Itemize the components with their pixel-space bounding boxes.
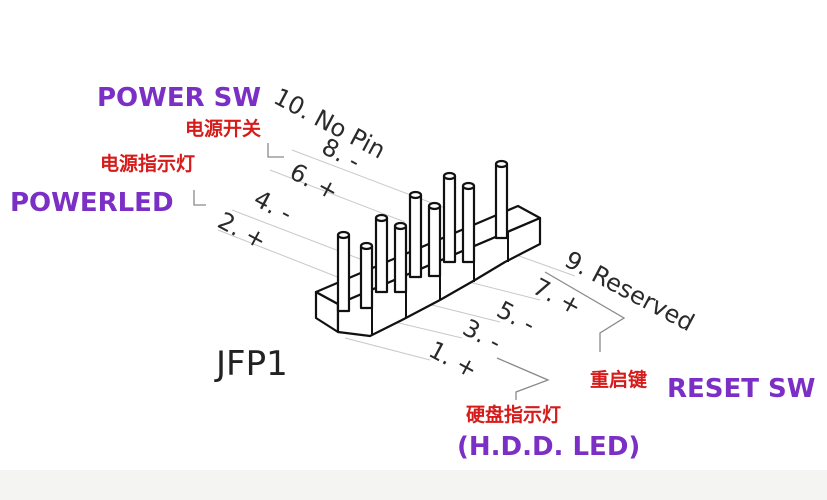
hdd-led-cn-label: 硬盘指示灯 (466, 403, 561, 426)
pin-label-9: 9. Reserved (560, 246, 699, 337)
pin-2 (494, 159, 509, 240)
pins-front-row (336, 181, 476, 313)
pin-7 (359, 241, 374, 310)
power-sw-bracket (267, 143, 284, 158)
pin-4 (442, 171, 457, 264)
reset-sw-cn-label: 重启键 (590, 368, 647, 391)
pin-6 (408, 190, 423, 279)
pin-3 (427, 201, 442, 278)
pin-9 (336, 230, 351, 313)
power-sw-cn-label: 电源开关 (185, 117, 261, 140)
power-led-cn-label: 电源指示灯 (100, 152, 195, 175)
pin-label-4: 4. - (249, 185, 297, 228)
power-led-bracket (193, 190, 206, 206)
hdd-led-label: (H.D.D. LED) (457, 432, 640, 462)
bottom-band (0, 470, 827, 500)
connector-title: JFP1 (214, 344, 288, 384)
pin-1 (461, 181, 476, 264)
hdd-led-bracket (496, 357, 550, 400)
reset-sw-label: RESET SW (667, 374, 815, 404)
pin-8 (374, 213, 389, 294)
leader-lines (193, 143, 626, 400)
power-sw-label: POWER SW (97, 83, 261, 113)
reset-sw-bracket (544, 271, 626, 352)
power-led-label: POWERLED (10, 188, 174, 218)
pins-back-row (374, 159, 509, 294)
pin-5 (393, 221, 408, 294)
